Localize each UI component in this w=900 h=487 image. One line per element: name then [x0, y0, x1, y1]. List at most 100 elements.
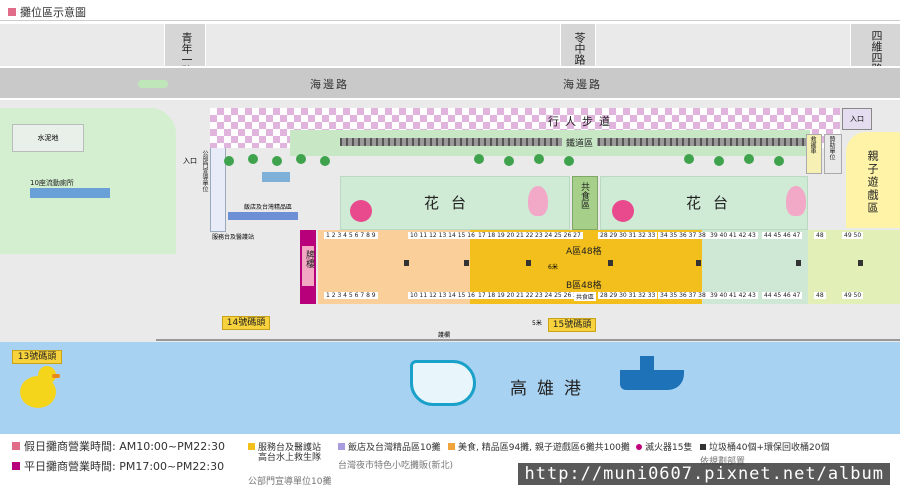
tree-icon — [744, 154, 754, 164]
road-5m-label: 5米 — [532, 320, 542, 327]
pier-gate-label: 牌樓 — [304, 250, 314, 268]
legend-trash-text: 垃圾桶40個+環保回收桶20個 — [709, 443, 830, 453]
food-court-box — [572, 176, 598, 230]
entrance-right: 入口 — [842, 108, 872, 130]
holiday-hours-icon — [12, 442, 20, 450]
stall-row-bottom-6: 28 29 30 31 32 33 — [598, 292, 658, 299]
ambulance-label: 救護車 — [809, 136, 816, 154]
trash-legend-icon — [700, 444, 706, 450]
ambulance-box — [806, 134, 822, 174]
tree-icon — [474, 154, 484, 164]
legend-service-sub: 高台水上救生隊 — [258, 453, 322, 463]
legend-food-text: 美食, 精品區94攤, 親子遊戲區6攤共100攤 — [458, 443, 630, 453]
legend-extra-3: 依規劃部置 — [700, 457, 746, 467]
stall-block-green — [702, 230, 808, 304]
stall-row-top-4: 23 24 25 26 27 — [533, 232, 583, 239]
service-medical-label: 服務台及醫護站 — [212, 234, 255, 241]
stall-row-bottom-9: 44 45 46 47 — [762, 292, 803, 299]
stall-row-bottom-8: 39 40 41 42 43 — [708, 292, 758, 299]
tree-icon — [248, 154, 258, 164]
header-title: 攤位區示意圖 — [20, 6, 86, 19]
tree-icon — [564, 156, 574, 166]
legend-shops: 飯店及台灣精品區10攤 — [338, 440, 440, 453]
flower-bed-right — [600, 176, 808, 230]
legend-extra-2: 公部門宣導單位10攤 — [248, 477, 332, 487]
flower-left-icon — [350, 200, 372, 222]
stall-row-bottom-1: 1 2 3 4 5 6 7 8 9 — [324, 292, 378, 299]
pier-13-label: 13號碼頭 — [12, 350, 62, 364]
trash-marker — [404, 260, 409, 266]
header-divider — [0, 20, 900, 21]
stall-row-top-8: 44 45 46 47 — [762, 232, 803, 239]
road-lingzhong-label: 苓中路 — [573, 32, 586, 65]
legend-extra-1: 台灣夜市特色小吃攤販(新北) — [338, 461, 454, 471]
tree-icon — [320, 156, 330, 166]
sponsor-box — [824, 134, 842, 174]
tree-row — [224, 152, 814, 170]
flower-right-icon — [612, 200, 634, 222]
shop-block — [262, 172, 290, 182]
stall-row-bottom-10: 48 — [814, 292, 826, 299]
legend-extinguisher: 滅火器15隻 — [636, 440, 692, 453]
kids-area-label: 親子遊戲區 — [866, 150, 879, 215]
guardrail-label: 護欄 — [438, 332, 451, 339]
legend-trash: 垃圾桶40個+環保回收桶20個 — [700, 440, 829, 453]
trash-marker — [526, 260, 531, 266]
holiday-hours-text: 假日攤商營業時間: AM10:00~PM22:30 — [24, 440, 225, 453]
toilets-label: 10座流動廁所 — [30, 179, 74, 187]
stall-row-bottom-4: 23 24 25 26 27 — [533, 292, 583, 299]
sponsor-label: 贊助單位 — [828, 136, 835, 160]
legend-extinguisher-text: 滅火器15隻 — [645, 443, 693, 453]
guardrail-line — [156, 339, 900, 341]
stall-row-bottom-5: 共食區 — [574, 292, 597, 301]
trash-marker — [608, 260, 613, 266]
stall-row-bottom-3: 17 18 19 20 21 22 — [476, 292, 536, 299]
road-qingnian-label: 青年一路 — [180, 32, 193, 76]
tree-icon — [714, 156, 724, 166]
stall-row-top-1: 1 2 3 4 5 6 7 8 9 — [324, 232, 378, 239]
road-island — [138, 80, 168, 88]
stall-row-bottom-2: 10 11 12 13 14 15 16 — [408, 292, 477, 299]
specialty-shops-label: 飯店及台灣精品區 — [244, 204, 293, 211]
stall-block-orange — [318, 230, 470, 304]
road-siwei — [850, 24, 900, 68]
tree-icon — [296, 154, 306, 164]
legend-food: 美食, 精品區94攤, 親子遊戲區6攤共100攤 — [448, 440, 630, 453]
weekday-hours-icon — [12, 462, 20, 470]
stall-row-bottom-11: 49 50 — [842, 292, 864, 299]
flower-bed-left-label: 花台 — [424, 194, 479, 212]
stall-row-top-10: 49 50 — [842, 232, 864, 239]
road-qingnian — [164, 24, 206, 68]
trash-marker — [696, 260, 701, 266]
pier-14-label: 14號碼頭 — [222, 316, 270, 330]
area-b-label: B區48格 — [566, 281, 602, 291]
service-legend-icon — [248, 443, 255, 450]
tree-icon — [684, 154, 694, 164]
cargo-ship-bridge-icon — [640, 356, 654, 372]
stall-row-top-9: 48 — [814, 232, 826, 239]
official-booth-label: 公部門宣導單位 — [201, 150, 208, 192]
legend-shops-text: 飯店及台灣精品區10攤 — [348, 443, 441, 453]
cargo-ship-icon — [620, 370, 684, 390]
stall-block-yellow — [470, 230, 702, 304]
page-header: 攤位區示意圖 — [8, 4, 86, 20]
cruise-ship-icon — [410, 360, 476, 406]
pier-15-label: 15號碼頭 — [548, 318, 596, 332]
cement-area: 水泥地 — [12, 124, 84, 152]
trash-marker — [858, 260, 863, 266]
width-6m-label: 6米 — [548, 264, 558, 271]
rubber-duck-beak-icon — [52, 374, 60, 378]
flower-right-2-icon — [786, 186, 806, 216]
kids-area — [846, 132, 900, 228]
tree-icon — [224, 156, 234, 166]
trash-marker — [796, 260, 801, 266]
haibian-road-label-2: 海邊路 — [563, 78, 602, 91]
stall-row-top-2: 10 11 12 13 14 15 16 — [408, 232, 477, 239]
haibian-road-label: 海邊路 — [310, 78, 349, 91]
holiday-hours: 假日攤商營業時間: AM10:00~PM22:30 — [12, 438, 225, 454]
legend-service-text: 服務台及醫護站 — [258, 443, 322, 453]
tree-icon — [504, 156, 514, 166]
area-a-label: A區48格 — [566, 247, 602, 257]
rubber-duck-head-icon — [38, 366, 56, 384]
rail-label: 鐵道區 — [562, 136, 598, 149]
